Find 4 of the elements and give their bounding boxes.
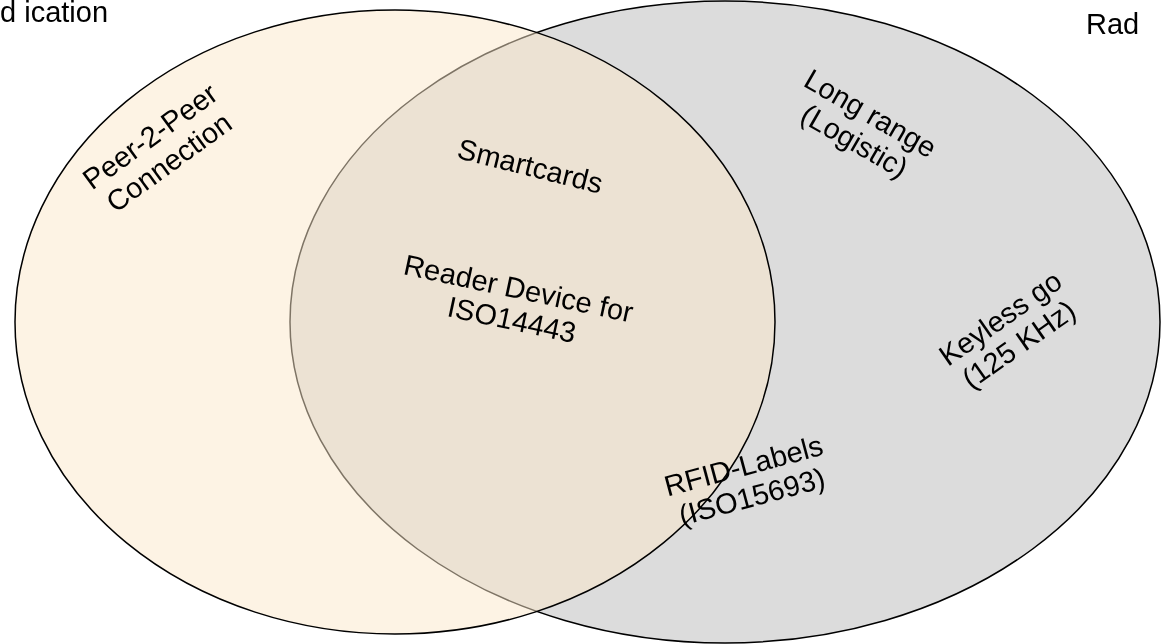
- set-title: Rad: [1086, 8, 1162, 42]
- venn-circle: [289, 0, 1161, 644]
- set-title: d ication: [0, 0, 110, 30]
- overlap-item: Reader Device for ISO14443: [399, 247, 638, 351]
